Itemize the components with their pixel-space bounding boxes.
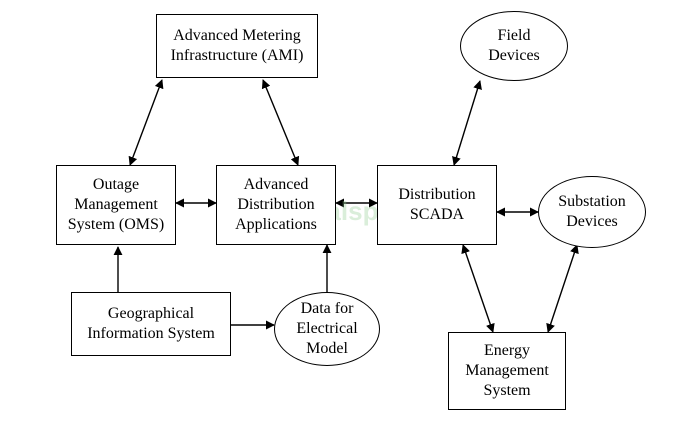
node-gis-line-2: Information System <box>87 325 215 342</box>
node-oms-line-2: Management <box>74 196 158 213</box>
arrow-scada-ems <box>461 244 495 333</box>
node-ada-line-3: Applications <box>235 216 317 233</box>
node-ems-line-2: Management <box>465 362 549 379</box>
node-data-line-1: Data for <box>300 300 354 317</box>
node-ada-line-1: Advanced <box>243 176 309 193</box>
node-field-line-1: Field <box>497 27 531 44</box>
node-advanced-distribution-applications: Advanced Distribution Applications <box>216 165 336 245</box>
node-field-line-2: Devices <box>488 47 540 64</box>
node-ems-line-1: Energy <box>484 342 530 359</box>
node-ami: Advanced Metering Infrastructure (AMI) <box>156 14 318 78</box>
node-substation-line-2: Devices <box>566 213 618 230</box>
arrow-ami-oms <box>128 79 164 166</box>
node-scada-line-2: SCADA <box>409 206 465 223</box>
arrow-substation-ems <box>546 244 579 333</box>
node-ami-line-1: Advanced Metering <box>173 27 301 44</box>
node-gis-line-1: Geographical <box>107 305 195 322</box>
node-field-devices: Field Devices <box>460 11 568 81</box>
node-data-line-3: Model <box>306 340 348 357</box>
node-ada-line-2: Distribution <box>237 196 315 213</box>
node-data-electrical-model: Data for Electrical Model <box>274 292 380 366</box>
node-ami-line-2: Infrastructure (AMI) <box>170 47 304 64</box>
node-oms: Outage Management System (OMS) <box>56 165 176 245</box>
node-gis: Geographical Information System <box>71 292 231 356</box>
node-substation-devices: Substation Devices <box>538 176 646 248</box>
node-ems-line-3: System <box>483 382 531 399</box>
node-energy-management-system: Energy Management System <box>448 332 566 410</box>
node-distribution-scada: Distribution SCADA <box>377 165 497 245</box>
node-oms-line-3: System (OMS) <box>67 216 165 233</box>
arrow-field-scada <box>452 80 482 166</box>
node-data-line-2: Electrical <box>296 320 358 337</box>
node-scada-line-1: Distribution <box>398 186 476 203</box>
node-substation-line-1: Substation <box>558 193 626 210</box>
arrow-ami-ada <box>261 79 300 166</box>
node-oms-line-1: Outage <box>92 176 140 193</box>
